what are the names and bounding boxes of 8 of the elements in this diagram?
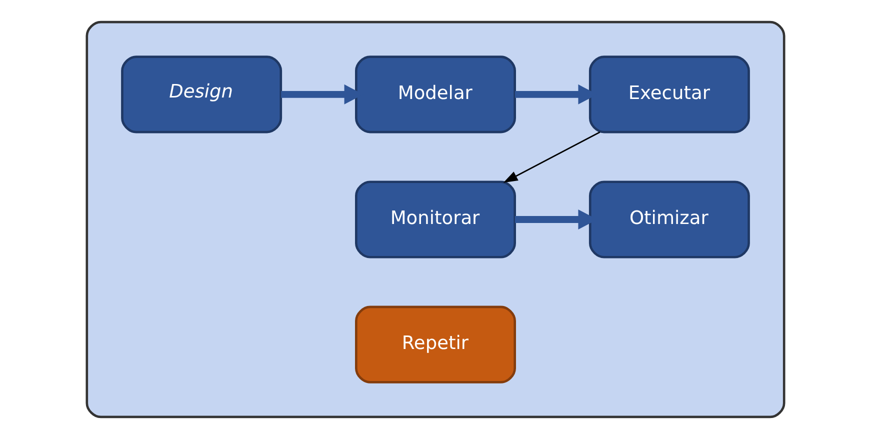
node-box: Repetir [355,306,516,384]
arrow [503,131,600,183]
node-box: Monitorar [355,180,516,258]
node-box: Design [121,56,282,134]
node-box: Modelar [355,56,516,134]
node-box: Otimizar [588,180,750,258]
cluster [86,20,786,418]
node-box: Executar [588,56,750,134]
